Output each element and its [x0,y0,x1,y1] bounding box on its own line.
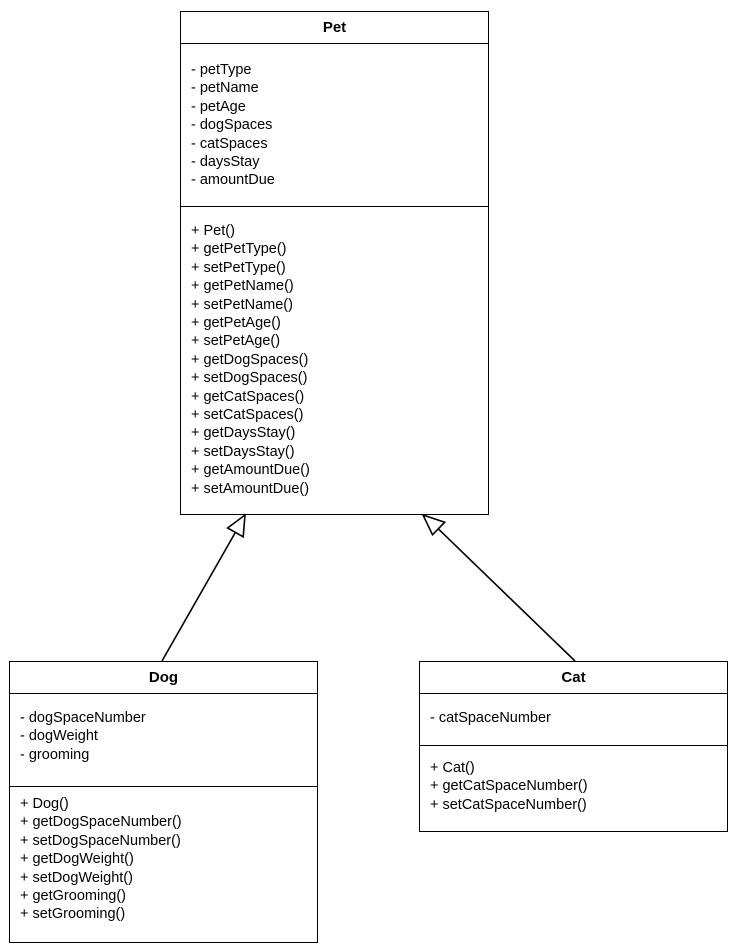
method: + setDaysStay() [191,443,295,460]
class-cat-name: Cat [420,662,727,694]
method: + getGrooming() [20,888,126,905]
class-cat-methods: + Cat() + getCatSpaceNumber() + setCatSp… [420,746,727,814]
attribute: - dogWeight [20,728,98,745]
method: + Dog() [20,796,69,812]
attribute: - catSpaces [191,135,268,152]
generalization-arrowhead-cat [421,513,447,537]
class-pet-name: Pet [181,12,488,44]
method: + setCatSpaceNumber() [430,796,587,813]
generalization-line-cat [437,528,576,662]
class-dog-methods: + Dog() + getDogSpaceNumber() + setDogSp… [10,787,317,924]
method: + getPetName() [191,278,294,295]
inheritance-dog-to-pet [161,513,246,662]
class-pet-methods: + Pet() + getPetType() + setPetType() + … [181,207,488,498]
method: + setAmountDue() [191,480,310,497]
attribute: - dogSpaceNumber [20,710,146,726]
attribute: - grooming [20,746,90,763]
attribute: - dogSpaces [191,117,273,134]
method: + Cat() [430,760,475,776]
class-cat-attributes: - catSpaceNumber [420,694,727,746]
method: + getAmountDue() [191,462,310,479]
method: + setCatSpaces() [191,407,304,424]
attribute: - catSpaceNumber [430,710,551,726]
method: + getCatSpaceNumber() [430,778,588,795]
method: + setDogSpaceNumber() [20,832,181,849]
class-dog: Dog - dogSpaceNumber - dogWeight - groom… [9,661,318,943]
method: + setPetName() [191,296,293,313]
method: + setDogWeight() [20,869,133,886]
attribute: - daysStay [191,154,260,171]
method: + getPetAge() [191,315,281,332]
method: + setDogSpaces() [191,370,308,387]
class-pet: Pet - petType - petName - petAge - dogSp… [180,11,489,515]
method: + getPetType() [191,241,287,258]
inheritance-cat-to-pet [421,513,576,662]
method: + setPetType() [191,259,286,276]
method: + Pet() [191,223,235,239]
generalization-arrowhead-dog [226,513,246,539]
class-dog-name: Dog [10,662,317,694]
method: + setPetAge() [191,333,281,350]
generalization-line-dog [161,532,237,662]
attribute: - petAge [191,98,246,115]
attribute: - petType [191,62,252,78]
class-cat: Cat - catSpaceNumber + Cat() + getCatSpa… [419,661,728,832]
method: + getDogWeight() [20,851,134,868]
class-dog-attributes: - dogSpaceNumber - dogWeight - grooming [10,694,317,787]
attribute: - amountDue [191,172,275,189]
method: + getDogSpaces() [191,351,309,368]
method: + setGrooming() [20,906,126,923]
method: + getDaysStay() [191,425,296,442]
attribute: - petName [191,80,259,97]
class-pet-attributes: - petType - petName - petAge - dogSpaces… [181,44,488,207]
method: + getDogSpaceNumber() [20,814,182,831]
method: + getCatSpaces() [191,388,305,405]
